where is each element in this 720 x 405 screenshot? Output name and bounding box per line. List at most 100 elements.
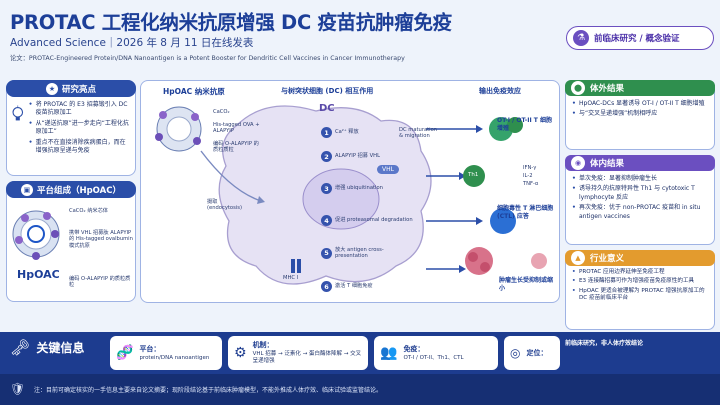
industry-card: ▲ 行业意义 PROTAC 应用边界延伸至免疫工程 E3 连接酶招募可作为增强疫… bbox=[565, 250, 715, 330]
platform-item-plasmid: 编码 O-ALAPYIP 的质粒质粒 bbox=[69, 276, 131, 289]
chart-icon: ▲ bbox=[571, 251, 585, 265]
in-vitro-header: ⬤ 体外结果 bbox=[565, 80, 715, 96]
step-text: 激活 T 细胞免疫 bbox=[335, 283, 373, 290]
list-item: 重点不在直接消除疾病蛋白，而在增强抗原呈递与免疫 bbox=[29, 139, 131, 156]
platform-card: ▣ 平台组成（HpOAC） HpOAC CaCO₂ 纳米芯体 携带 VHL 招募… bbox=[6, 181, 136, 302]
key-info-mechanism: ⚙ 机制： VHL 招募 → 泛素化 → 蛋白酶体降解 → 交叉呈递增强 bbox=[228, 336, 368, 370]
in-vitro-card: ⬤ 体外结果 HpOAC-DCs 显著诱导 OT-I / OT-II T 细胞增… bbox=[565, 80, 715, 150]
footer-text: 注：目前可确定核实的一手信息主要来自论文摘要；现阶段结论基于前临床肿瘤模型，不能… bbox=[34, 387, 383, 394]
badge-label: 前临床研究 / 概念验证 bbox=[594, 34, 680, 44]
step-6: 6 激活 T 细胞免疫 bbox=[321, 281, 373, 292]
platform-item-antigen: 携带 VHL 招募肽 ALAPYIP 的 His-tagged ovalbumi… bbox=[69, 230, 133, 249]
side-note: DC maturation & migration bbox=[399, 127, 438, 140]
key-value: OT-I / OT-II、Th1、CTL bbox=[403, 354, 464, 361]
step-number: 6 bbox=[321, 281, 332, 292]
step-2: 2 ALAPYIP 招募 VHL bbox=[321, 151, 380, 162]
step-3: 3 增强 ubiquitination bbox=[321, 183, 383, 194]
lightbulb-icon bbox=[12, 105, 24, 121]
industry-list: PROTAC 应用边界延伸至免疫工程 E3 连接酶招募可作为增强疫苗免疫原性的工… bbox=[566, 266, 714, 308]
page-title: PROTAC 工程化纳米抗原增强 DC 疫苗抗肿瘤免疫 bbox=[10, 11, 452, 34]
t-cell-output: OT-I / OT-II T 细胞增殖 bbox=[497, 117, 552, 132]
in-vivo-list: 单次免疫：显著抑制肿瘤生长 诱导持久的抗原特异性 Th1 与 cytotoxic… bbox=[566, 171, 714, 227]
legend-antigen: His-tagged OVA + ALAPYIP bbox=[213, 122, 260, 135]
dc-cell-illustration bbox=[155, 105, 547, 285]
key-info-positioning: ◎ 定位： bbox=[504, 336, 560, 370]
step-number: 3 bbox=[321, 183, 332, 194]
list-item: 单次免疫：显著抑制肿瘤生长 bbox=[572, 175, 708, 184]
uptake-label: 摄取 (endocytosis) bbox=[207, 199, 242, 212]
step-text: ALAPYIP 招募 VHL bbox=[335, 153, 380, 160]
key-info-title-block: 🗝 关键信息 bbox=[10, 338, 84, 357]
hpoac-particle-illustration bbox=[12, 210, 60, 260]
platform-header: ▣ 平台组成（HpOAC） bbox=[6, 181, 136, 198]
list-item: 将 PROTAC 的 E3 招募锻引入 DC 疫苗抗原加工 bbox=[29, 101, 131, 118]
list-item: HpOAC-DCs 显著诱导 OT-I / OT-II T 细胞增殖 bbox=[572, 100, 708, 109]
positioning-value: 前临床研究，非人体疗效结论 bbox=[565, 340, 644, 347]
step-text: Ca²⁺ 释放 bbox=[335, 129, 359, 136]
cytokine-tnf: TNF-α bbox=[523, 181, 539, 187]
key-info-immunity: 👥 免疫： OT-I / OT-II、Th1、CTL bbox=[374, 336, 498, 370]
flask-icon: ⚗ bbox=[573, 30, 589, 46]
shield-icon: 🛡 bbox=[10, 382, 26, 396]
list-item: 与“交叉呈递增强”机制相呼应 bbox=[572, 110, 708, 119]
vhl-badge: VHL bbox=[377, 165, 399, 174]
key-icon: 🗝 bbox=[10, 338, 31, 357]
platform-item-core: CaCO₂ 纳米芯体 bbox=[69, 208, 108, 214]
step-number: 5 bbox=[321, 247, 332, 259]
th1-label: Th1 bbox=[468, 172, 479, 178]
step-number: 4 bbox=[321, 215, 332, 226]
dc-title: 与树突状细胞 (DC) 相互作用 bbox=[281, 87, 374, 95]
paper-title: 论文：PROTAC-Engineered Protein/DNA Nanoant… bbox=[10, 55, 405, 62]
ctl-output: 细胞毒性 T 淋巴细胞 (CTL) 应答 bbox=[497, 205, 554, 220]
platform-title: 平台组成（HpOAC） bbox=[36, 185, 121, 196]
industry-header: ▲ 行业意义 bbox=[565, 250, 715, 266]
target-icon: ◎ bbox=[510, 346, 521, 360]
key-label: 免疫： bbox=[403, 344, 425, 353]
output-title: 输出免疫效应 bbox=[479, 87, 521, 95]
highlights-card: ★ 研究亮点 将 PROTAC 的 E3 招募锻引入 DC 疫苗抗原加工 从“递… bbox=[6, 80, 136, 176]
mechanism-panel: HpOAC 纳米抗原 与树突状细胞 (DC) 相互作用 输出免疫效应 bbox=[140, 80, 560, 303]
step-text: 放大 antigen cross-presentation bbox=[335, 247, 384, 260]
star-icon: ★ bbox=[45, 82, 58, 95]
list-item: 诱导持久的抗原特异性 Th1 与 cytotoxic T lymphocyte … bbox=[572, 185, 708, 202]
cytokine-ifn: IFN-γ bbox=[523, 165, 537, 171]
list-item: HpOAC 更适合被理解为 PROTAC 增强抗原加工的 DC 疫苗前临床平台 bbox=[572, 288, 708, 303]
mhc-label: MHC I bbox=[283, 275, 299, 281]
key-label: 平台： bbox=[139, 344, 161, 353]
step-4: 4 促进 proteasomal degradation bbox=[321, 215, 413, 226]
step-text: 促进 proteasomal degradation bbox=[335, 217, 413, 224]
footer-note: 🛡 注：目前可确定核实的一手信息主要来自论文摘要；现阶段结论基于前临床肿瘤模型，… bbox=[0, 374, 720, 405]
legend-caco2: CaCO₂ bbox=[213, 109, 230, 115]
list-item: PROTAC 应用边界延伸至免疫工程 bbox=[572, 269, 708, 277]
step-number: 1 bbox=[321, 127, 332, 138]
key-info-title: 关键信息 bbox=[36, 341, 85, 355]
people-icon: 👥 bbox=[380, 345, 398, 361]
tumor-output: 肿瘤生长受抑制或缩小 bbox=[499, 277, 554, 292]
publication-line: Advanced Science｜2026 年 8 月 11 日在线发表 bbox=[10, 37, 254, 49]
legend-plasmid: 编码 O-ALAPYIP 的质粒质粒 bbox=[213, 141, 259, 154]
key-value: VHL 招募 → 泛素化 → 蛋白酶体降解 → 交叉呈递增强 bbox=[252, 351, 362, 364]
step-number: 2 bbox=[321, 151, 332, 162]
key-value: protein/DNA nanoantigen bbox=[139, 354, 210, 361]
list-item: E3 连接酶招募可作为增强疫苗免疫原性的工具 bbox=[572, 278, 708, 286]
key-info-platform: 🧬 平台： protein/DNA nanoantigen bbox=[110, 336, 222, 370]
in-vivo-card: ◉ 体内结果 单次免疫：显著抑制肿瘤生长 诱导持久的抗原特异性 Th1 与 cy… bbox=[565, 155, 715, 245]
cube-icon: ▣ bbox=[20, 183, 33, 196]
in-vivo-header: ◉ 体内结果 bbox=[565, 155, 715, 171]
cytokine-il2: IL-2 bbox=[523, 173, 533, 179]
list-item: 从“递送抗原”进一步走向“工程化抗原加工” bbox=[29, 120, 131, 137]
highlights-title: 研究亮点 bbox=[61, 84, 96, 95]
step-5: 5 放大 antigen cross-presentation bbox=[321, 247, 393, 260]
key-label: 机制： bbox=[252, 341, 274, 349]
step-1: 1 Ca²⁺ 释放 bbox=[321, 127, 359, 138]
step-text: 增强 ubiquitination bbox=[335, 185, 383, 192]
highlights-list: 将 PROTAC 的 E3 招募锻引入 DC 疫苗抗原加工 从“递送抗原”进一步… bbox=[29, 101, 131, 157]
key-label: 定位： bbox=[526, 348, 548, 357]
platform-name: HpOAC bbox=[17, 268, 60, 281]
in-vitro-title: 体外结果 bbox=[590, 84, 625, 94]
industry-title: 行业意义 bbox=[590, 254, 625, 264]
nano-title: HpOAC 纳米抗原 bbox=[163, 87, 225, 96]
gears-icon: ⚙ bbox=[234, 345, 247, 361]
mouse-icon: ◉ bbox=[571, 156, 585, 170]
in-vivo-title: 体内结果 bbox=[590, 159, 625, 169]
